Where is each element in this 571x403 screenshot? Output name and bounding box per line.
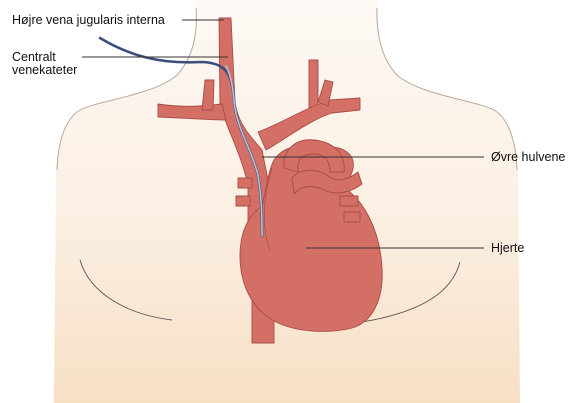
vessel-stub-left-lower — [236, 196, 250, 206]
label-catheter-line1: Centralt — [12, 50, 56, 64]
label-catheter-line2: venekateter — [12, 63, 77, 77]
pulmonary-vein-lower — [344, 212, 360, 222]
left-jugular-stub — [309, 60, 318, 108]
right-subclavian-vein — [158, 104, 226, 120]
vessel-stub-left-upper — [238, 178, 252, 188]
label-heart: Hjerte — [491, 241, 524, 255]
label-vena-cava: Øvre hulvene — [491, 150, 565, 164]
pulmonary-vein-upper — [340, 196, 358, 206]
label-jugular: Højre vena jugularis interna — [12, 13, 165, 27]
